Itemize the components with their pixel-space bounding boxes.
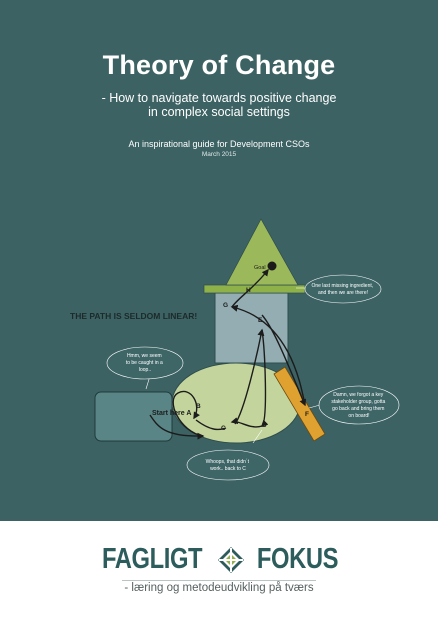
publication-date: March 2015 <box>201 151 237 158</box>
goal-triangle <box>225 218 299 286</box>
path-a-to-c <box>149 414 205 440</box>
path-back-to-c <box>230 417 263 428</box>
stakeholder-stick <box>273 366 326 442</box>
cover-bottom-panel <box>0 521 438 620</box>
point-f-label: F <box>305 411 309 418</box>
point-e-label: E <box>258 317 263 324</box>
brand-tagline: - læring og metodeudvikling på tværs <box>124 582 314 594</box>
svg-text:Damn, we forgot a key: Damn, we forgot a key stakeholder group,… <box>331 392 386 419</box>
bubble-forgot: Damn, we forgot a key stakeholder group,… <box>308 385 400 425</box>
start-label: Start here A <box>152 410 191 417</box>
path-b-to-c <box>195 419 227 431</box>
goal-dot <box>267 261 277 271</box>
point-g-label: G <box>223 302 228 309</box>
bubble-loop: Hmm, we seem to be caught in a loop.. <box>106 346 184 390</box>
path-g-to-goal <box>231 268 269 308</box>
brand-logo: FAGLIGT FOKUS <box>0 543 438 576</box>
path-d-back <box>261 329 269 427</box>
path-loop-b <box>172 390 204 437</box>
bubble-ingredient: One last missing ingredient, and then we… <box>296 274 382 304</box>
subtitle: - How to navigate towards positive chang… <box>0 91 438 119</box>
bubble-whoops: Whoops, that didn´t work.. back to C <box>186 429 270 481</box>
page-title: Theory of Change <box>102 50 336 80</box>
theory-of-change-diagram: Start here A B C D E F G H Goal THE PATH… <box>70 218 400 481</box>
path-f-to-g <box>230 304 306 406</box>
diamond-cross-icon <box>217 546 244 573</box>
path-square <box>214 292 289 364</box>
brand-name-left: FAGLIGT <box>101 543 203 575</box>
start-box <box>94 391 173 442</box>
point-b-label: B <box>196 403 201 410</box>
subtitle-line-1: - How to navigate towards positive chang… <box>101 91 337 105</box>
point-h-label: H <box>246 287 251 294</box>
point-c-label: C <box>221 425 226 432</box>
goal-label: Goal <box>254 265 266 271</box>
svg-text:Whoops, that didn´t wo: Whoops, that didn´t work.. back to C <box>206 459 251 472</box>
diagram-headline: THE PATH IS SELDOM LINEAR! <box>70 311 197 321</box>
svg-text:Hmm, we seem to be cau: Hmm, we seem to be caught in a loop.. <box>126 353 164 373</box>
brand-name-right: FOKUS <box>256 543 339 575</box>
subtitle-line-2: in complex social settings <box>148 105 290 119</box>
goal-bar <box>203 284 306 294</box>
tagline-divider <box>122 580 316 581</box>
point-d-label: D <box>262 422 267 429</box>
guide-description: An inspirational guide for Development C… <box>128 139 310 149</box>
svg-text:One last missing ingredient,: One last missing ingredient, and then we… <box>311 283 374 296</box>
path-e-to-f <box>261 314 307 407</box>
